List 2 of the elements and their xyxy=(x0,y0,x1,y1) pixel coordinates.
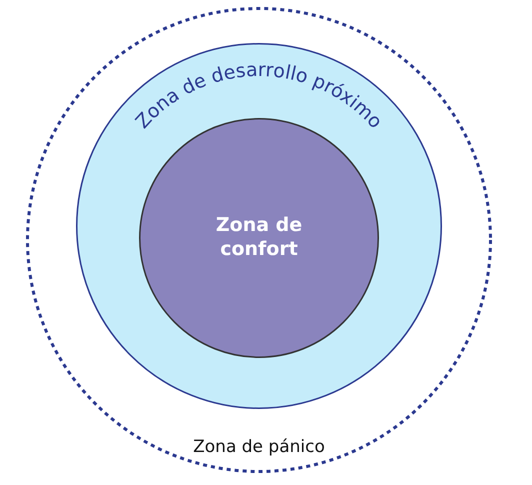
zone-label: Zona de pánico xyxy=(193,437,325,457)
zone-label: Zona de confort xyxy=(214,214,304,262)
